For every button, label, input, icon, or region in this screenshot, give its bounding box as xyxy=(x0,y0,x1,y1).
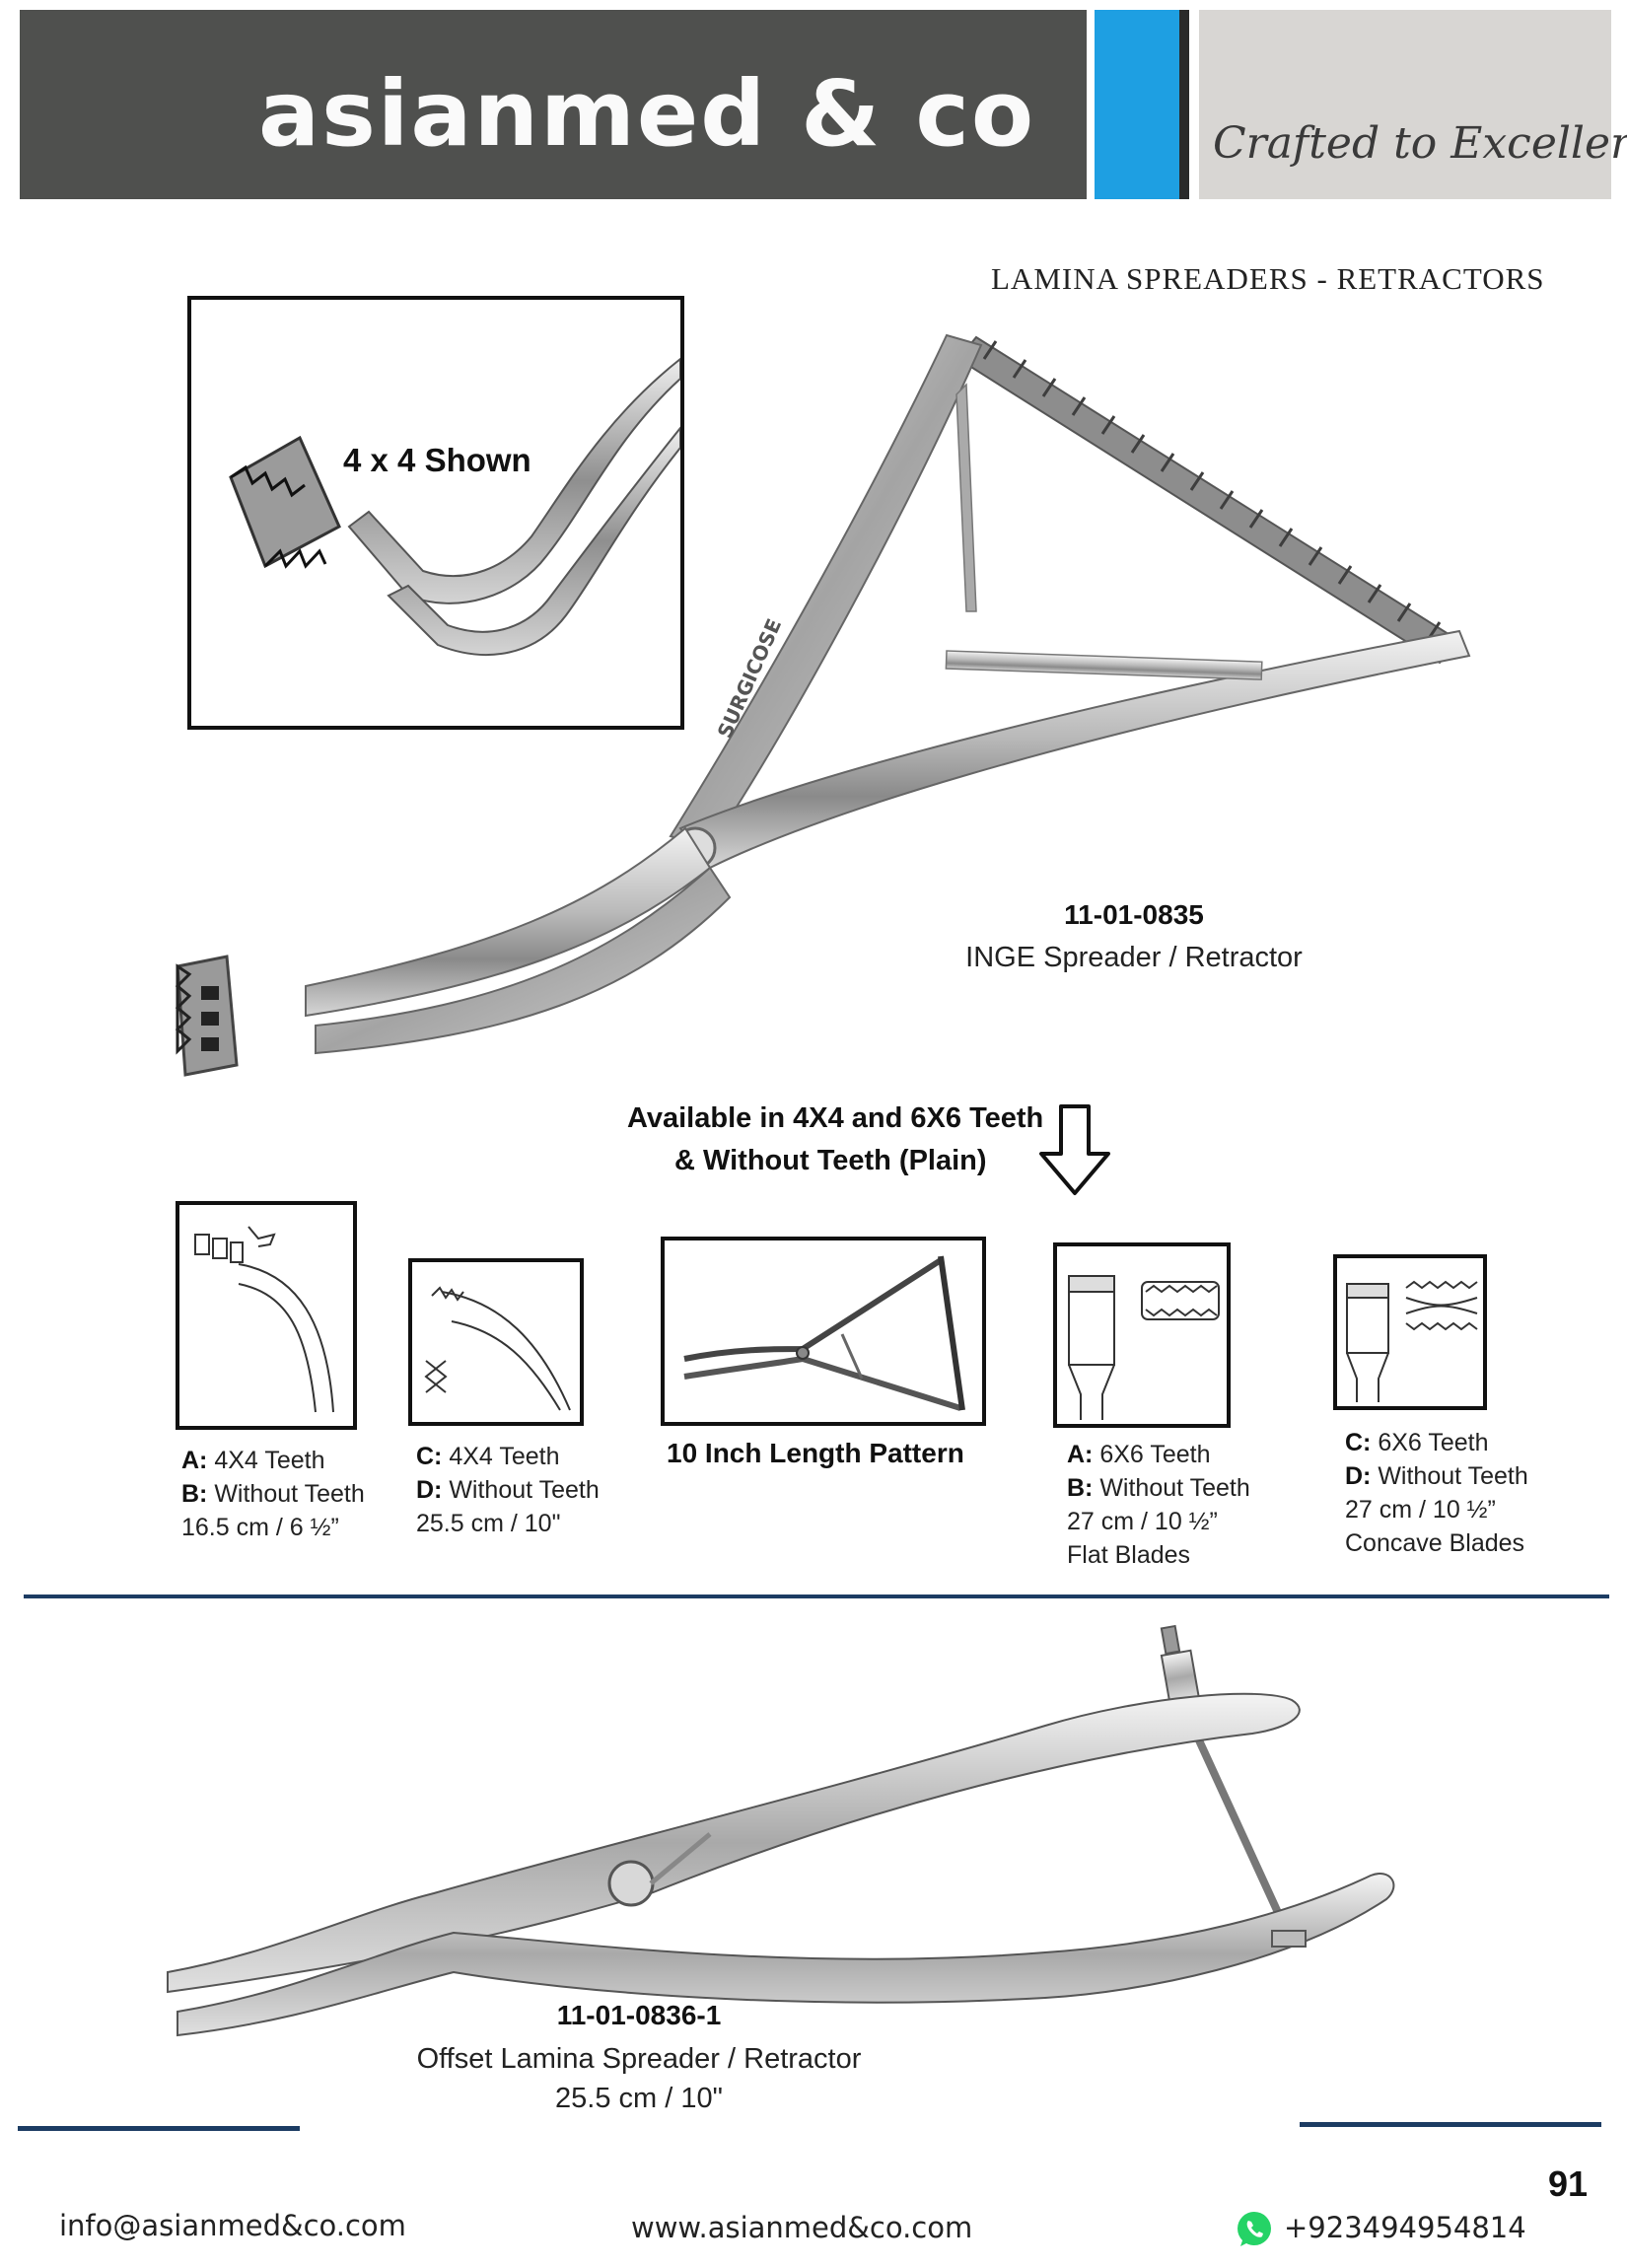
lower-arm xyxy=(678,629,1471,870)
offset-pivot-screw xyxy=(607,1860,655,1907)
jaw-lower xyxy=(315,866,732,1055)
availability-line-2: & Without Teeth (Plain) xyxy=(674,1145,987,1176)
footer-rule-right xyxy=(1300,2122,1601,2127)
variant-c-spec: C: 4X4 Teeth D: Without Teeth 25.5 cm / … xyxy=(416,1443,600,1537)
variant-6x6-concave-diagram xyxy=(1333,1254,1487,1410)
header-divider-strip xyxy=(1179,10,1189,199)
variant-6x6-flat-diagram xyxy=(1053,1242,1231,1428)
jaw-upper xyxy=(305,826,712,1018)
product-name-inge: INGE Spreader / Retractor xyxy=(965,942,1303,973)
footer-website[interactable]: www.asianmed&co.com xyxy=(631,2211,973,2244)
ratchet-rack xyxy=(956,335,1461,665)
inge-spreader-illustration: SURGICOSE xyxy=(175,333,1471,1077)
availability-line-1: Available in 4X4 and 6X6 Teeth xyxy=(627,1102,1044,1134)
offset-lower-arm xyxy=(177,1873,1395,2037)
header-banner xyxy=(20,10,1087,199)
length-pattern-diagram xyxy=(661,1237,986,1426)
variant-6x6-concave-spec: C: 6X6 Teeth D: Without Teeth 27 cm / 10… xyxy=(1345,1429,1528,1557)
inset-label: 4 x 4 Shown xyxy=(343,442,531,478)
offset-spreader-illustration xyxy=(167,1624,1395,2037)
variant-6x6-flat-spec: A: 6X6 Teeth B: Without Teeth 27 cm / 10… xyxy=(1067,1441,1250,1569)
header-accent-bar xyxy=(1095,10,1179,199)
section-divider xyxy=(24,1595,1609,1598)
header-tagline-panel xyxy=(1199,10,1611,199)
crossbar xyxy=(945,650,1263,680)
footer-phone[interactable]: +923494954814 xyxy=(1284,2211,1526,2244)
page-number: 91 xyxy=(1548,2163,1589,2204)
detail-inset xyxy=(187,296,684,730)
product-name-offset: Offset Lamina Spreader / Retractor xyxy=(416,2043,862,2075)
product-size-offset: 25.5 cm / 10" xyxy=(555,2083,723,2114)
section-title: LAMINA SPREADERS - RETRACTORS xyxy=(991,261,1545,296)
down-arrow-icon xyxy=(1039,1104,1110,1195)
variant-c-diagram xyxy=(408,1258,584,1426)
footer-rule-left xyxy=(18,2126,300,2131)
whatsapp-icon xyxy=(1238,2212,1271,2246)
toothed-blade-tip xyxy=(175,955,239,1077)
inset-teeth xyxy=(229,435,341,569)
inset-blade-closeup xyxy=(229,356,681,656)
length-pattern-label: 10 Inch Length Pattern xyxy=(667,1438,964,1468)
footer-email[interactable]: info@asianmed&co.com xyxy=(59,2209,406,2242)
product-code-inge: 11-01-0835 xyxy=(1064,899,1204,930)
brand-logo: asianmed & co xyxy=(258,61,1036,167)
product-code-offset: 11-01-0836-1 xyxy=(556,2000,722,2030)
variant-a-diagram xyxy=(176,1201,357,1430)
tagline: Crafted to Excellence xyxy=(1213,118,1627,169)
variant-a-spec: A: 4X4 Teeth B: Without Teeth 16.5 cm / … xyxy=(181,1447,365,1541)
spring-leaf xyxy=(955,383,977,612)
